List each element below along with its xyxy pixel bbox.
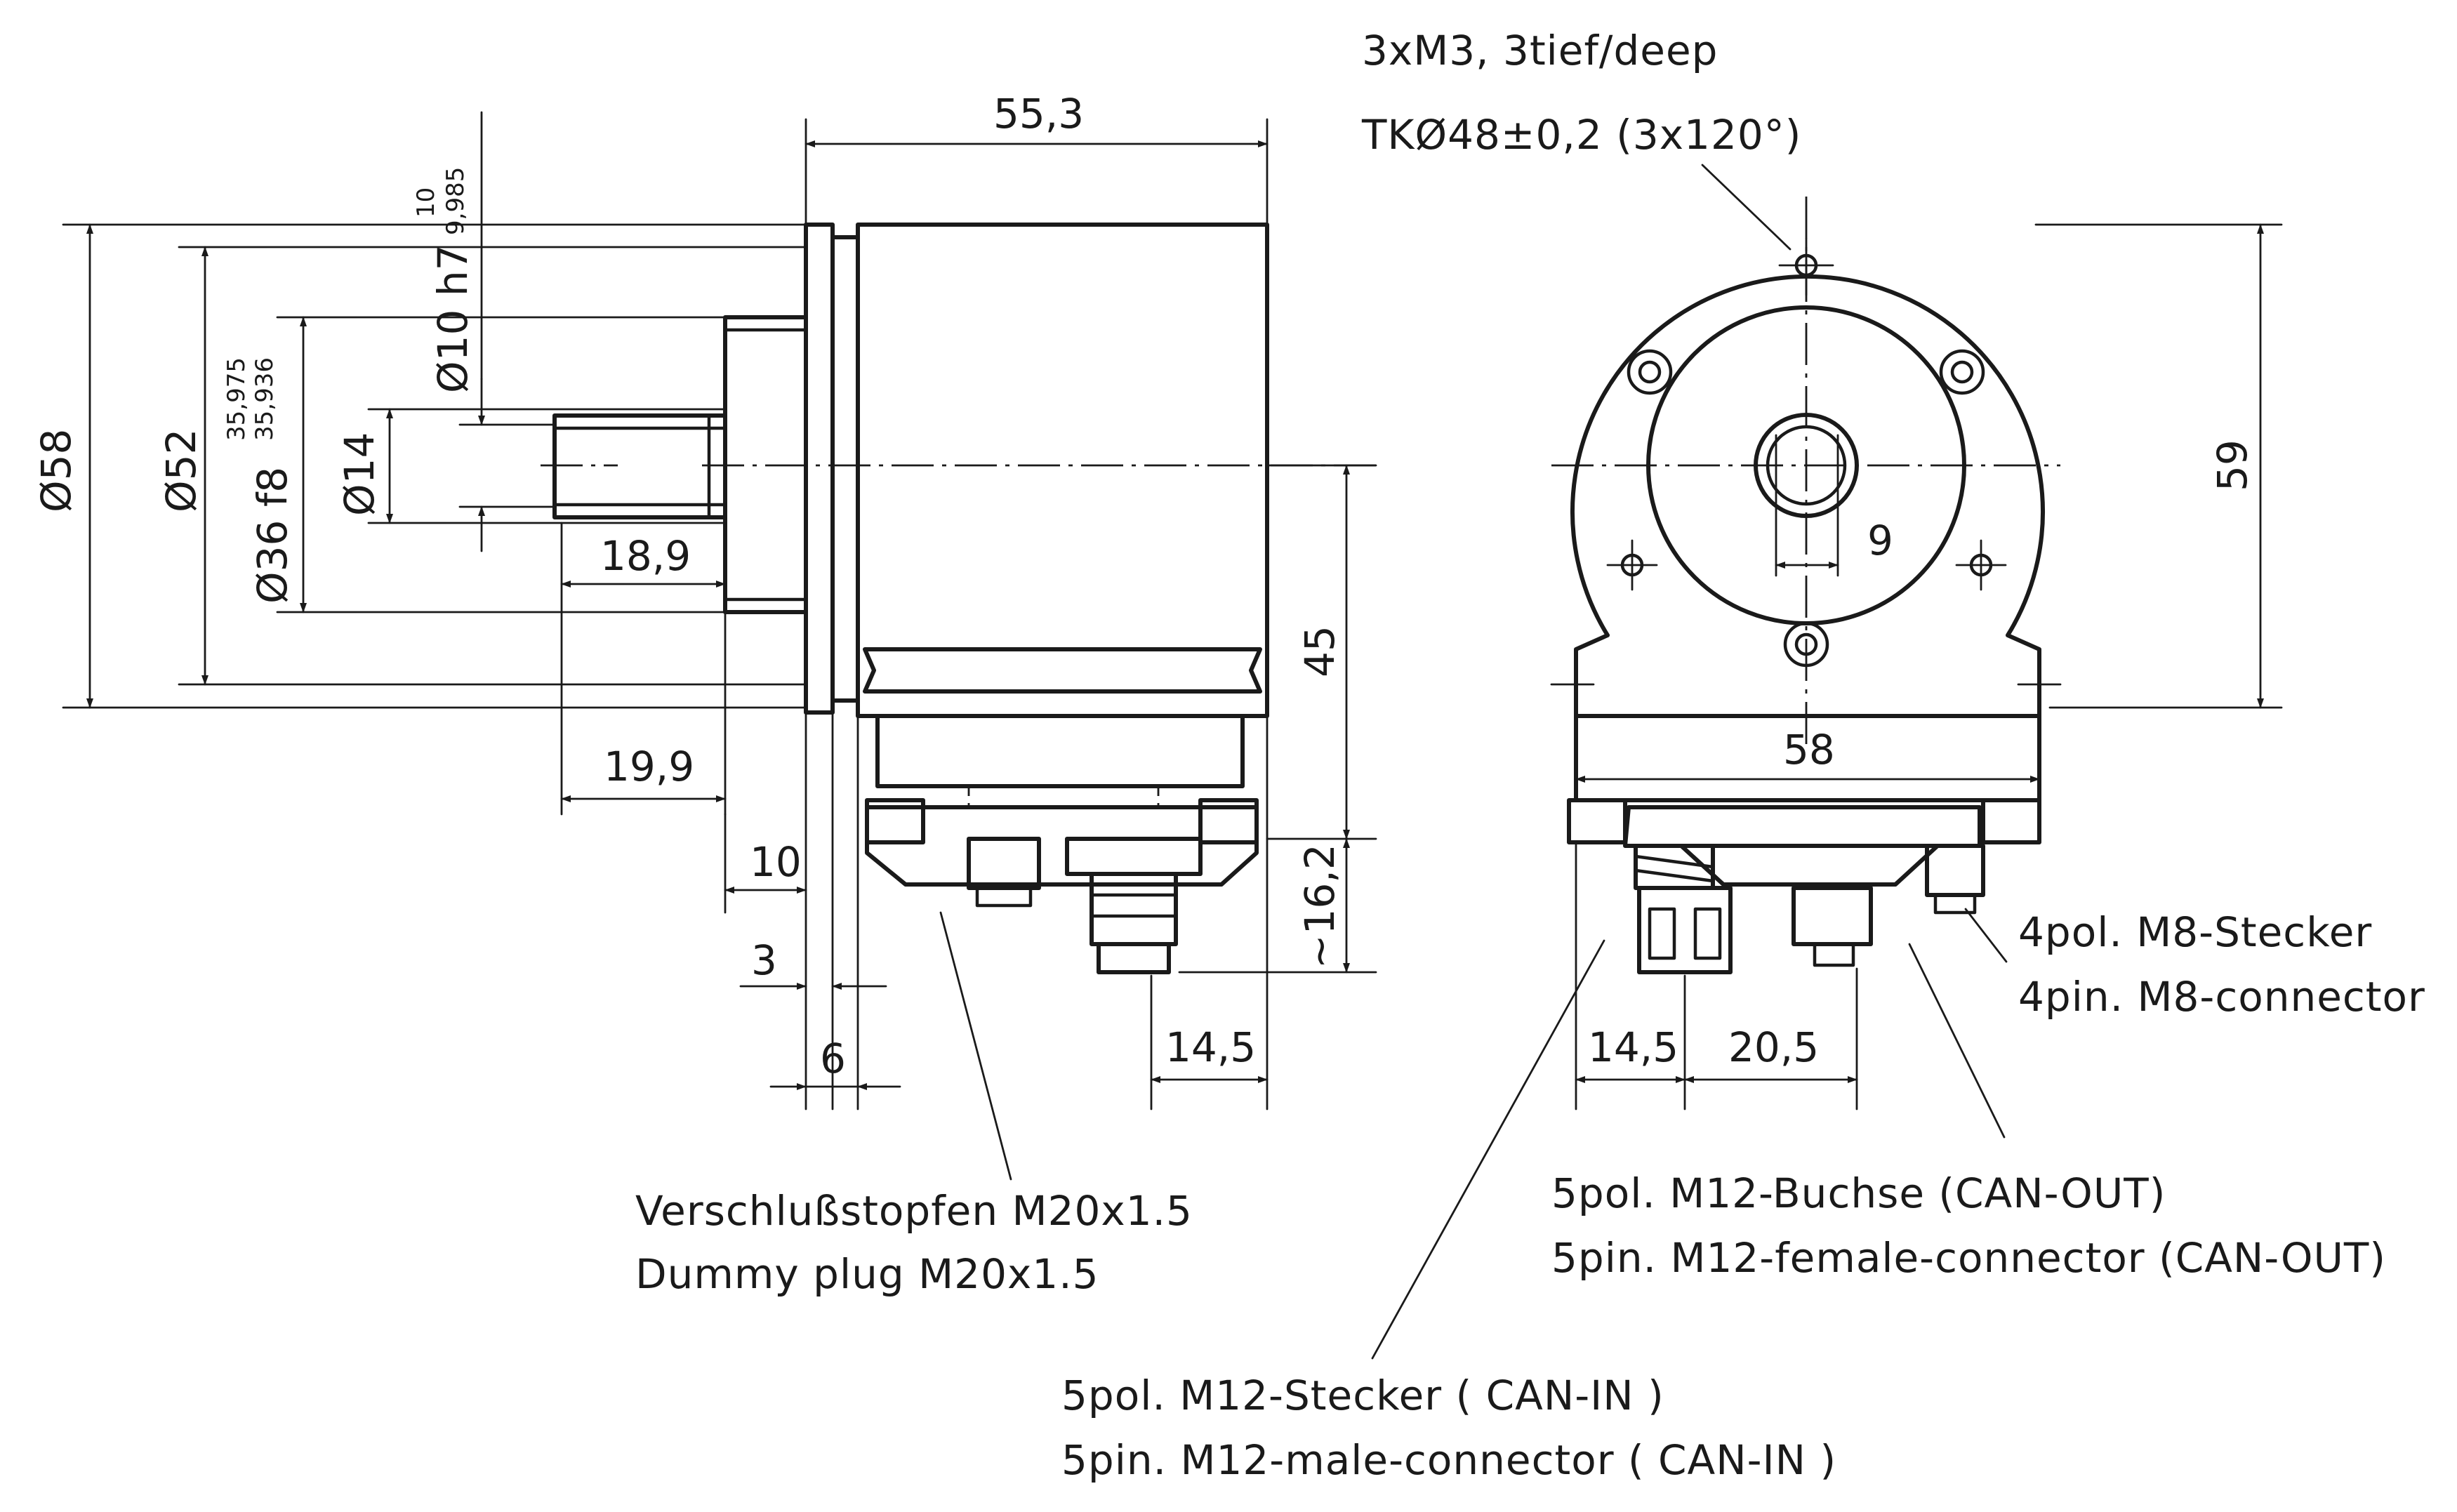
note-m8-de: 4pol. M8-Stecker — [2018, 908, 2372, 956]
note-canin-en: 5pin. M12-male-connector ( CAN-IN ) — [1061, 1436, 1836, 1484]
connector-base — [875, 714, 1245, 788]
dim-dia-52: Ø52 — [157, 429, 205, 512]
dim-dia-10-upper: 10 — [412, 187, 440, 218]
dim-3: 3 — [751, 936, 777, 984]
dim-dia-14: Ø14 — [336, 432, 383, 516]
dim-10: 10 — [750, 838, 802, 886]
front-outer-body — [1570, 274, 2045, 716]
note-dummy-de: Verschlußstopfen M20x1.5 — [635, 1187, 1193, 1235]
side-view: 55,3 Ø58 Ø52 Ø36 f8 35,975 35,936 Ø14 Ø1… — [32, 90, 1377, 1110]
dim-dia-36-upper: 35,975 — [223, 357, 251, 441]
dim-14-5-front: 14,5 — [1588, 1023, 1678, 1071]
dim-dia-36: Ø36 f8 — [249, 467, 296, 604]
note-canin-de: 5pol. M12-Stecker ( CAN-IN ) — [1061, 1372, 1664, 1419]
dim-45: 45 — [1296, 625, 1344, 677]
note-m8-en: 4pin. M8-connector — [2018, 973, 2425, 1021]
note-dummy-en: Dummy plug M20x1.5 — [635, 1250, 1099, 1298]
note-canout-de: 5pol. M12-Buchse (CAN-OUT) — [1551, 1169, 2166, 1217]
dim-14-5-side: 14,5 — [1165, 1023, 1256, 1071]
dim-58: 58 — [1783, 726, 1835, 774]
dim-16-2: ~16,2 — [1296, 844, 1344, 969]
dim-6: 6 — [820, 1035, 846, 1082]
front-view: 9 — [1550, 197, 2283, 1110]
dim-dia-58: Ø58 — [32, 429, 80, 512]
note-canout-en: 5pin. M12-female-connector (CAN-OUT) — [1551, 1234, 2386, 1282]
dim-9: 9 — [1867, 517, 1893, 564]
dim-dia-10-lower: 9,985 — [442, 167, 470, 235]
dim-19-9: 19,9 — [604, 743, 694, 790]
housing-body — [856, 223, 1269, 718]
dim-59: 59 — [2208, 439, 2256, 491]
leader-lines — [939, 164, 2008, 1360]
note-holes-line2: TKØ48±0,2 (3x120°) — [1361, 111, 1801, 159]
dim-dia-10: Ø10 h7 — [429, 244, 477, 393]
dim-18-9: 18,9 — [600, 532, 691, 580]
note-holes-line1: 3xM3, 3tief/deep — [1362, 27, 1718, 74]
dim-dia-36-lower: 35,936 — [251, 357, 279, 441]
dim-20-5: 20,5 — [1728, 1023, 1819, 1071]
annotations: 3xM3, 3tief/deep TKØ48±0,2 (3x120°) 4pol… — [635, 27, 2425, 1484]
dim-55-3: 55,3 — [993, 90, 1084, 138]
flange-step — [830, 235, 860, 703]
shaft — [552, 413, 727, 519]
flange-plate — [804, 223, 835, 715]
